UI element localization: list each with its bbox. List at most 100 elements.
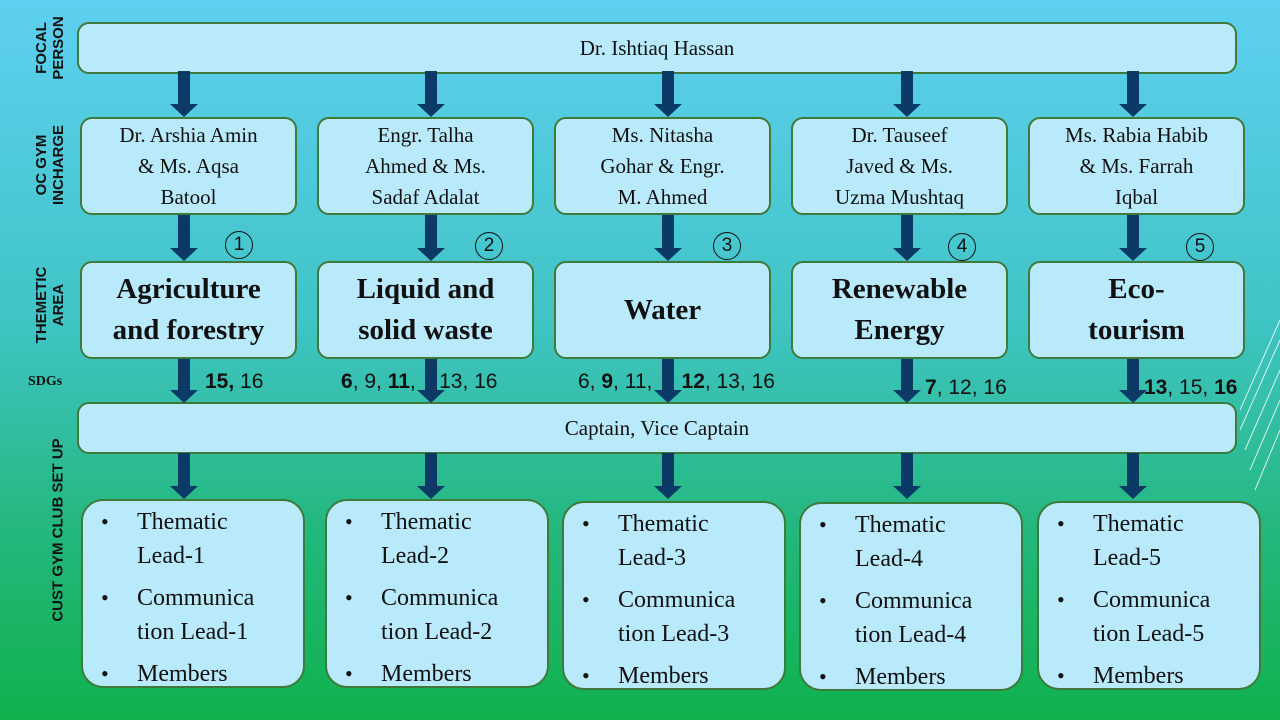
incharge-line: & Ms. Aqsa: [138, 153, 239, 178]
down-arrow-icon: [170, 215, 198, 262]
down-arrow-icon: [417, 359, 445, 404]
side-label-line: OC GYM: [33, 134, 50, 196]
lead-item-line: Thematic: [855, 512, 946, 538]
lead-item-line: Thematic: [381, 509, 472, 535]
incharge-line: Iqbal: [1114, 184, 1159, 209]
lead-item-line: Thematic: [137, 509, 228, 535]
incharge-line: Gohar & Engr.: [600, 153, 725, 178]
theme-line: Liquid and: [356, 273, 495, 305]
down-arrow-icon: [417, 453, 445, 500]
circled-number-4: 4: [948, 233, 976, 261]
lead-item-line: tion Lead-3: [618, 621, 730, 647]
theme-line: Renewable: [831, 273, 968, 305]
lead-item-line: Communica: [618, 587, 736, 613]
down-arrow-icon: [1119, 215, 1147, 262]
theme-line: Agriculture: [116, 273, 261, 305]
lead-item-line: Members: [381, 661, 472, 687]
captain-box: Captain, Vice Captain: [77, 402, 1237, 454]
sdg-list-5: 13, 15, 16: [1144, 376, 1237, 400]
side-label-thematic-area: THEMETIC AREA: [33, 267, 67, 344]
lead-item-line: Communica: [855, 588, 973, 614]
focal-person-name: Dr. Ishtiaq Hassan: [579, 35, 735, 60]
theme-box-2: Liquid and solid waste: [317, 261, 534, 359]
down-arrow-icon: [170, 359, 198, 404]
lead-item-line: tion Lead-5: [1093, 621, 1205, 647]
lead-item-line: Lead-5: [1093, 545, 1161, 571]
lead-item-line: tion Lead-4: [855, 622, 967, 648]
lead-item-line: Members: [1093, 663, 1184, 689]
incharge-line: Uzma Mushtaq: [835, 184, 964, 209]
incharge-line: Dr. Tauseef: [851, 122, 948, 147]
sdg-number: , 13, 16: [704, 370, 775, 393]
sdg-list-4: 7, 12, 16: [925, 376, 1007, 400]
incharge-line: Dr. Arshia Amin: [119, 122, 258, 147]
theme-line: tourism: [1088, 314, 1185, 346]
circled-number-2: 2: [475, 232, 503, 260]
lead-item-line: Members: [618, 663, 709, 689]
down-arrow-icon: [654, 71, 682, 118]
lead-item-line: tion Lead-2: [381, 619, 493, 645]
lead-item-line: Communica: [137, 585, 255, 611]
circled-number-5: 5: [1186, 233, 1214, 261]
sdg-list-3: 6, 9, 11, 12, 13, 16: [578, 370, 775, 394]
sdg-number: 6: [341, 370, 353, 393]
incharge-line: Ms. Nitasha: [611, 122, 714, 147]
side-label-line: CUST GYM CLUB SET UP: [49, 438, 67, 622]
lead-item-line: Thematic: [618, 511, 709, 537]
lead-item-line: Communica: [1093, 587, 1211, 613]
lead-list-item: Members: [327, 657, 547, 691]
side-label-line: THEMETIC: [33, 266, 50, 344]
down-arrow-icon: [170, 71, 198, 118]
down-arrow-icon: [417, 215, 445, 262]
sdg-number: 11: [387, 370, 410, 393]
circled-number-1: 1: [225, 231, 253, 259]
theme-line: solid waste: [358, 314, 493, 346]
down-arrow-icon: [1119, 71, 1147, 118]
decorative-lines: [1240, 319, 1280, 491]
theme-line: Energy: [854, 314, 945, 346]
incharge-line: & Ms. Farrah: [1079, 153, 1194, 178]
incharge-line: Ahmed & Ms.: [365, 153, 486, 178]
down-arrow-icon: [654, 215, 682, 262]
down-arrow-icon: [1119, 359, 1147, 404]
lead-item-line: Lead-3: [618, 545, 686, 571]
sdg-number: 15,: [205, 370, 235, 393]
lead-item-line: Members: [855, 664, 946, 690]
sdg-number: , 11,: [613, 370, 682, 393]
theme-box-3: Water: [554, 261, 771, 359]
side-label-line: FOCAL: [33, 22, 50, 74]
sdg-number: 13: [1144, 376, 1168, 399]
lead-item-line: Lead-2: [381, 543, 449, 569]
side-label-club-setup: CUST GYM CLUB SET UP: [50, 438, 67, 621]
down-arrow-icon: [417, 71, 445, 118]
sdg-list-2: 6, 9, 11, 13, 16: [341, 370, 497, 394]
incharge-line: Javed & Ms.: [846, 153, 953, 178]
lead-list-item: Members: [801, 660, 1021, 694]
down-arrow-icon: [893, 215, 921, 262]
sdg-number: 9: [601, 370, 614, 393]
down-arrow-icon: [1119, 453, 1147, 500]
lead-list-item: Members: [564, 659, 784, 693]
theme-line: and forestry: [112, 314, 265, 346]
side-label-focal-person: FOCAL PERSON: [33, 16, 67, 79]
sdg-number: , 12, 16: [936, 376, 1007, 399]
lead-list-item: Communica tion Lead-5: [1039, 583, 1259, 651]
lead-list-item: Members: [83, 657, 303, 691]
sdg-number: , 13, 16: [409, 370, 498, 393]
